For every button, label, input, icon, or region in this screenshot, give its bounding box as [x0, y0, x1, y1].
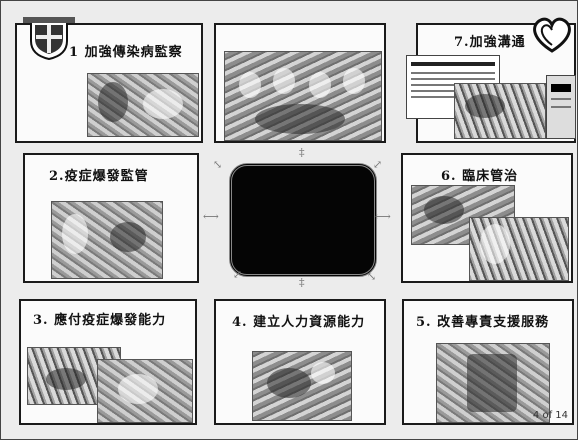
crest-logo-icon [23, 17, 75, 61]
panel-strengthen-communication: 7.加強溝通 [406, 23, 576, 143]
panel-outbreak-response-capacity: 3. 應付疫症爆發能力 [19, 299, 197, 425]
arrow-icon: ‡ [299, 146, 305, 159]
panel-title: 3. 應付疫症爆發能力 [33, 313, 167, 328]
arrow-icon: ⤡ [213, 158, 223, 171]
arrow-icon: ⟷ [203, 210, 219, 223]
panel-title: 5. 改善專責支援服務 [416, 315, 550, 330]
panel-photo [454, 83, 546, 139]
panel-photo [51, 201, 163, 279]
panel-group-photo [214, 23, 386, 143]
page-number: 4 of 14 [532, 410, 568, 421]
arrow-icon: ⤡ [367, 270, 377, 283]
panel-photo [224, 51, 382, 141]
panel-title: 7.加強溝通 [454, 35, 526, 50]
panel-title: 2.疫症爆發監管 [49, 169, 149, 184]
arrow-icon: ⟷ [375, 210, 391, 223]
panel-photo [97, 359, 193, 423]
panel-human-resources-capacity: 4. 建立人力資源能力 [214, 299, 386, 425]
panel-clinical-governance: 6. 臨床管治 [401, 153, 573, 283]
panel-outbreak-control: 2.疫症爆發監管 [23, 153, 199, 283]
panel-title: 6. 臨床管治 [441, 169, 519, 184]
arrow-icon: ‡ [299, 276, 305, 289]
panel-photo [436, 343, 550, 423]
panel-photo [87, 73, 199, 137]
center-black-graphic [229, 163, 377, 277]
panel-poster-thumbnail [546, 75, 576, 139]
panel-photo [252, 351, 352, 421]
panel-title: 4. 建立人力資源能力 [232, 315, 366, 330]
heart-logo-icon [529, 15, 575, 55]
panel-photo [469, 217, 569, 281]
panel-title: 1 加強傳染病監察 [69, 45, 183, 60]
arrow-icon: ⤢ [233, 268, 243, 281]
panel-strengthen-surveillance: 1 加強傳染病監察 [15, 23, 203, 143]
panel-specialist-support-services: 5. 改善專責支援服務 4 of 14 [402, 299, 574, 425]
arrow-icon: ⤢ [373, 158, 383, 171]
